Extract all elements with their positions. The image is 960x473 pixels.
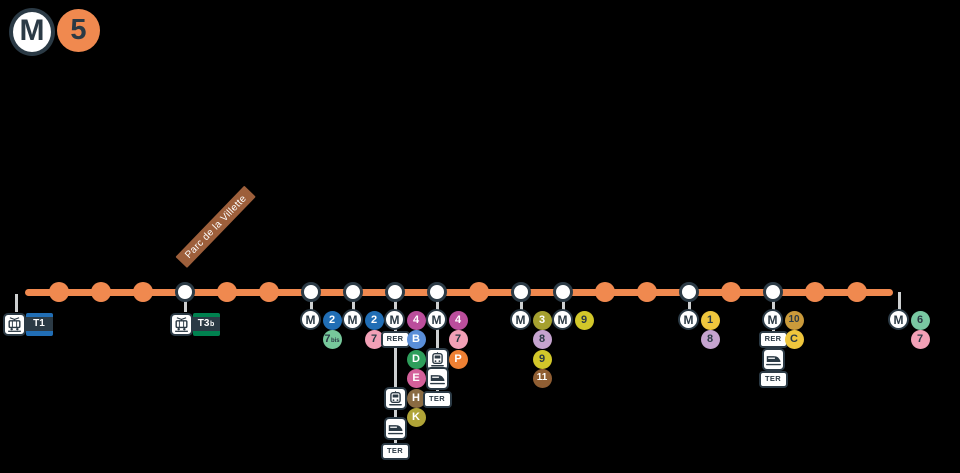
train-front-icon	[383, 386, 407, 410]
station-dot	[721, 282, 741, 302]
station-dot	[49, 282, 69, 302]
line-badge-2: 2	[322, 310, 342, 330]
line-badge-3: 3	[532, 310, 552, 330]
ter-box: TER	[422, 390, 452, 408]
line-badge-C: C	[784, 329, 804, 349]
tram-line-label-T1: T1	[25, 312, 53, 336]
rer-box: RER	[380, 330, 410, 348]
line-badge-9: 9	[532, 349, 552, 369]
station-tick	[435, 292, 439, 399]
station-dot	[217, 282, 237, 302]
train-front-icon	[425, 347, 449, 371]
station-tick	[14, 294, 18, 312]
line-badge-D: D	[406, 349, 426, 369]
line-badge-8: 8	[700, 329, 720, 349]
interchange-station	[553, 282, 573, 302]
line-badge-4: 4	[406, 310, 426, 330]
interchange-station	[679, 282, 699, 302]
interchange-station	[763, 282, 783, 302]
line-badge-4: 4	[448, 310, 468, 330]
train-side-icon	[383, 416, 407, 440]
ter-box: TER	[380, 442, 410, 460]
metro-logo: M	[9, 8, 55, 56]
metro-badge: M	[762, 309, 783, 330]
line-badge-8: 8	[532, 329, 552, 349]
metro-badge: M	[426, 309, 447, 330]
tram-icon	[169, 312, 193, 336]
station-tick	[183, 292, 187, 312]
line-badge-7: 7	[448, 329, 468, 349]
train-side-icon	[425, 366, 449, 390]
ter-box: TER	[758, 370, 788, 388]
station-dot	[133, 282, 153, 302]
line-badge-9: 9	[574, 310, 594, 330]
station-dot	[259, 282, 279, 302]
line-badge-H: H	[406, 388, 426, 408]
line-number-badge: 5	[57, 9, 100, 52]
interchange-station	[427, 282, 447, 302]
metro-line	[25, 288, 893, 296]
station-dot	[595, 282, 615, 302]
metro-badge: M	[510, 309, 531, 330]
interchange-station	[511, 282, 531, 302]
line-badge-P: P	[448, 349, 468, 369]
station-dot	[469, 282, 489, 302]
line-badge-7: 7	[910, 329, 930, 349]
line-badge-7: 7	[364, 329, 384, 349]
line-badge-2: 2	[364, 310, 384, 330]
interchange-station	[385, 282, 405, 302]
metro-badge: M	[300, 309, 321, 330]
rer-box: RER	[758, 330, 788, 348]
metro-badge: M	[384, 309, 405, 330]
station-dot	[91, 282, 111, 302]
metro-badge: M	[678, 309, 699, 330]
interchange-station	[301, 282, 321, 302]
line-badge-E: E	[406, 368, 426, 388]
interchange-station	[175, 282, 195, 302]
line-badge-11: 11	[532, 368, 552, 388]
line-badge-K: K	[406, 407, 426, 427]
train-side-icon	[761, 347, 785, 371]
station-dot	[847, 282, 867, 302]
line-badge-1: 1	[700, 310, 720, 330]
metro-badge: M	[342, 309, 363, 330]
metro-badge: M	[888, 309, 909, 330]
interchange-station	[343, 282, 363, 302]
station-dot	[637, 282, 657, 302]
metro-badge: M	[552, 309, 573, 330]
line-badge-6: 6	[910, 310, 930, 330]
station-tick	[393, 292, 397, 452]
station-tick	[897, 292, 901, 311]
line-badge-B: B	[406, 329, 426, 349]
line-badge-10: 10	[784, 310, 804, 330]
tram-icon	[2, 312, 26, 336]
station-dot	[805, 282, 825, 302]
